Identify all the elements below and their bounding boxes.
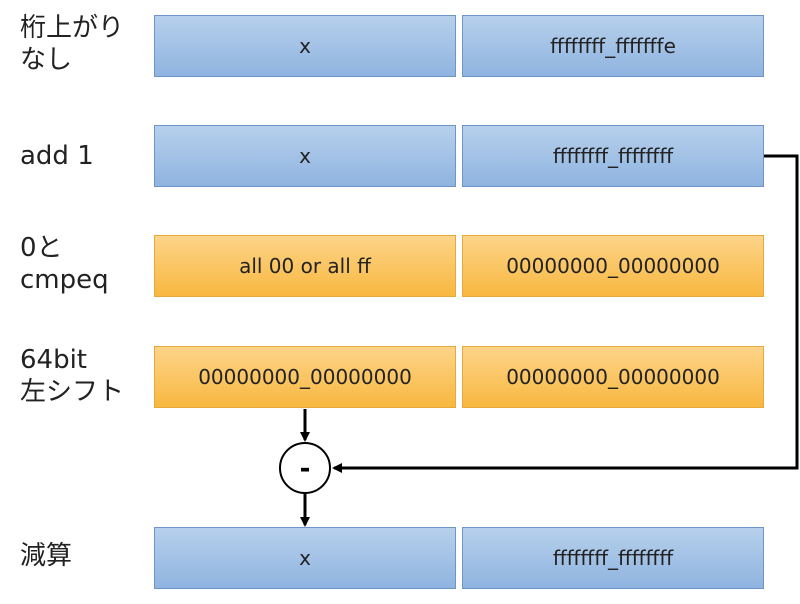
add1-high-cell: x xyxy=(154,125,456,187)
row-label-cmpeq: 0と cmpeq xyxy=(20,233,109,295)
row-label-add-1: add 1 xyxy=(20,141,94,171)
subtract-operator-node xyxy=(279,442,331,494)
no-carry-high-cell: x xyxy=(154,15,456,77)
subtract-high-cell: x xyxy=(154,527,456,589)
shift-low-cell: 00000000_00000000 xyxy=(462,346,764,408)
shift-high-cell: 00000000_00000000 xyxy=(154,346,456,408)
subtract-operator-symbol: - xyxy=(300,454,311,484)
row-label-shift: 64bit 左シフト xyxy=(20,345,125,407)
no-carry-low-cell: ffffffff_fffffffe xyxy=(462,15,764,77)
row-label-no-carry: 桁上がり なし xyxy=(20,13,125,75)
cmpeq-high-cell: all 00 or all ff xyxy=(154,235,456,297)
cmpeq-low-cell: 00000000_00000000 xyxy=(462,235,764,297)
row-label-subtract: 減算 xyxy=(20,541,73,571)
arrow-add1-to-operator xyxy=(332,154,799,473)
subtract-low-cell: ffffffff_ffffffff xyxy=(462,527,764,589)
add1-low-cell: ffffffff_ffffffff xyxy=(462,125,764,187)
